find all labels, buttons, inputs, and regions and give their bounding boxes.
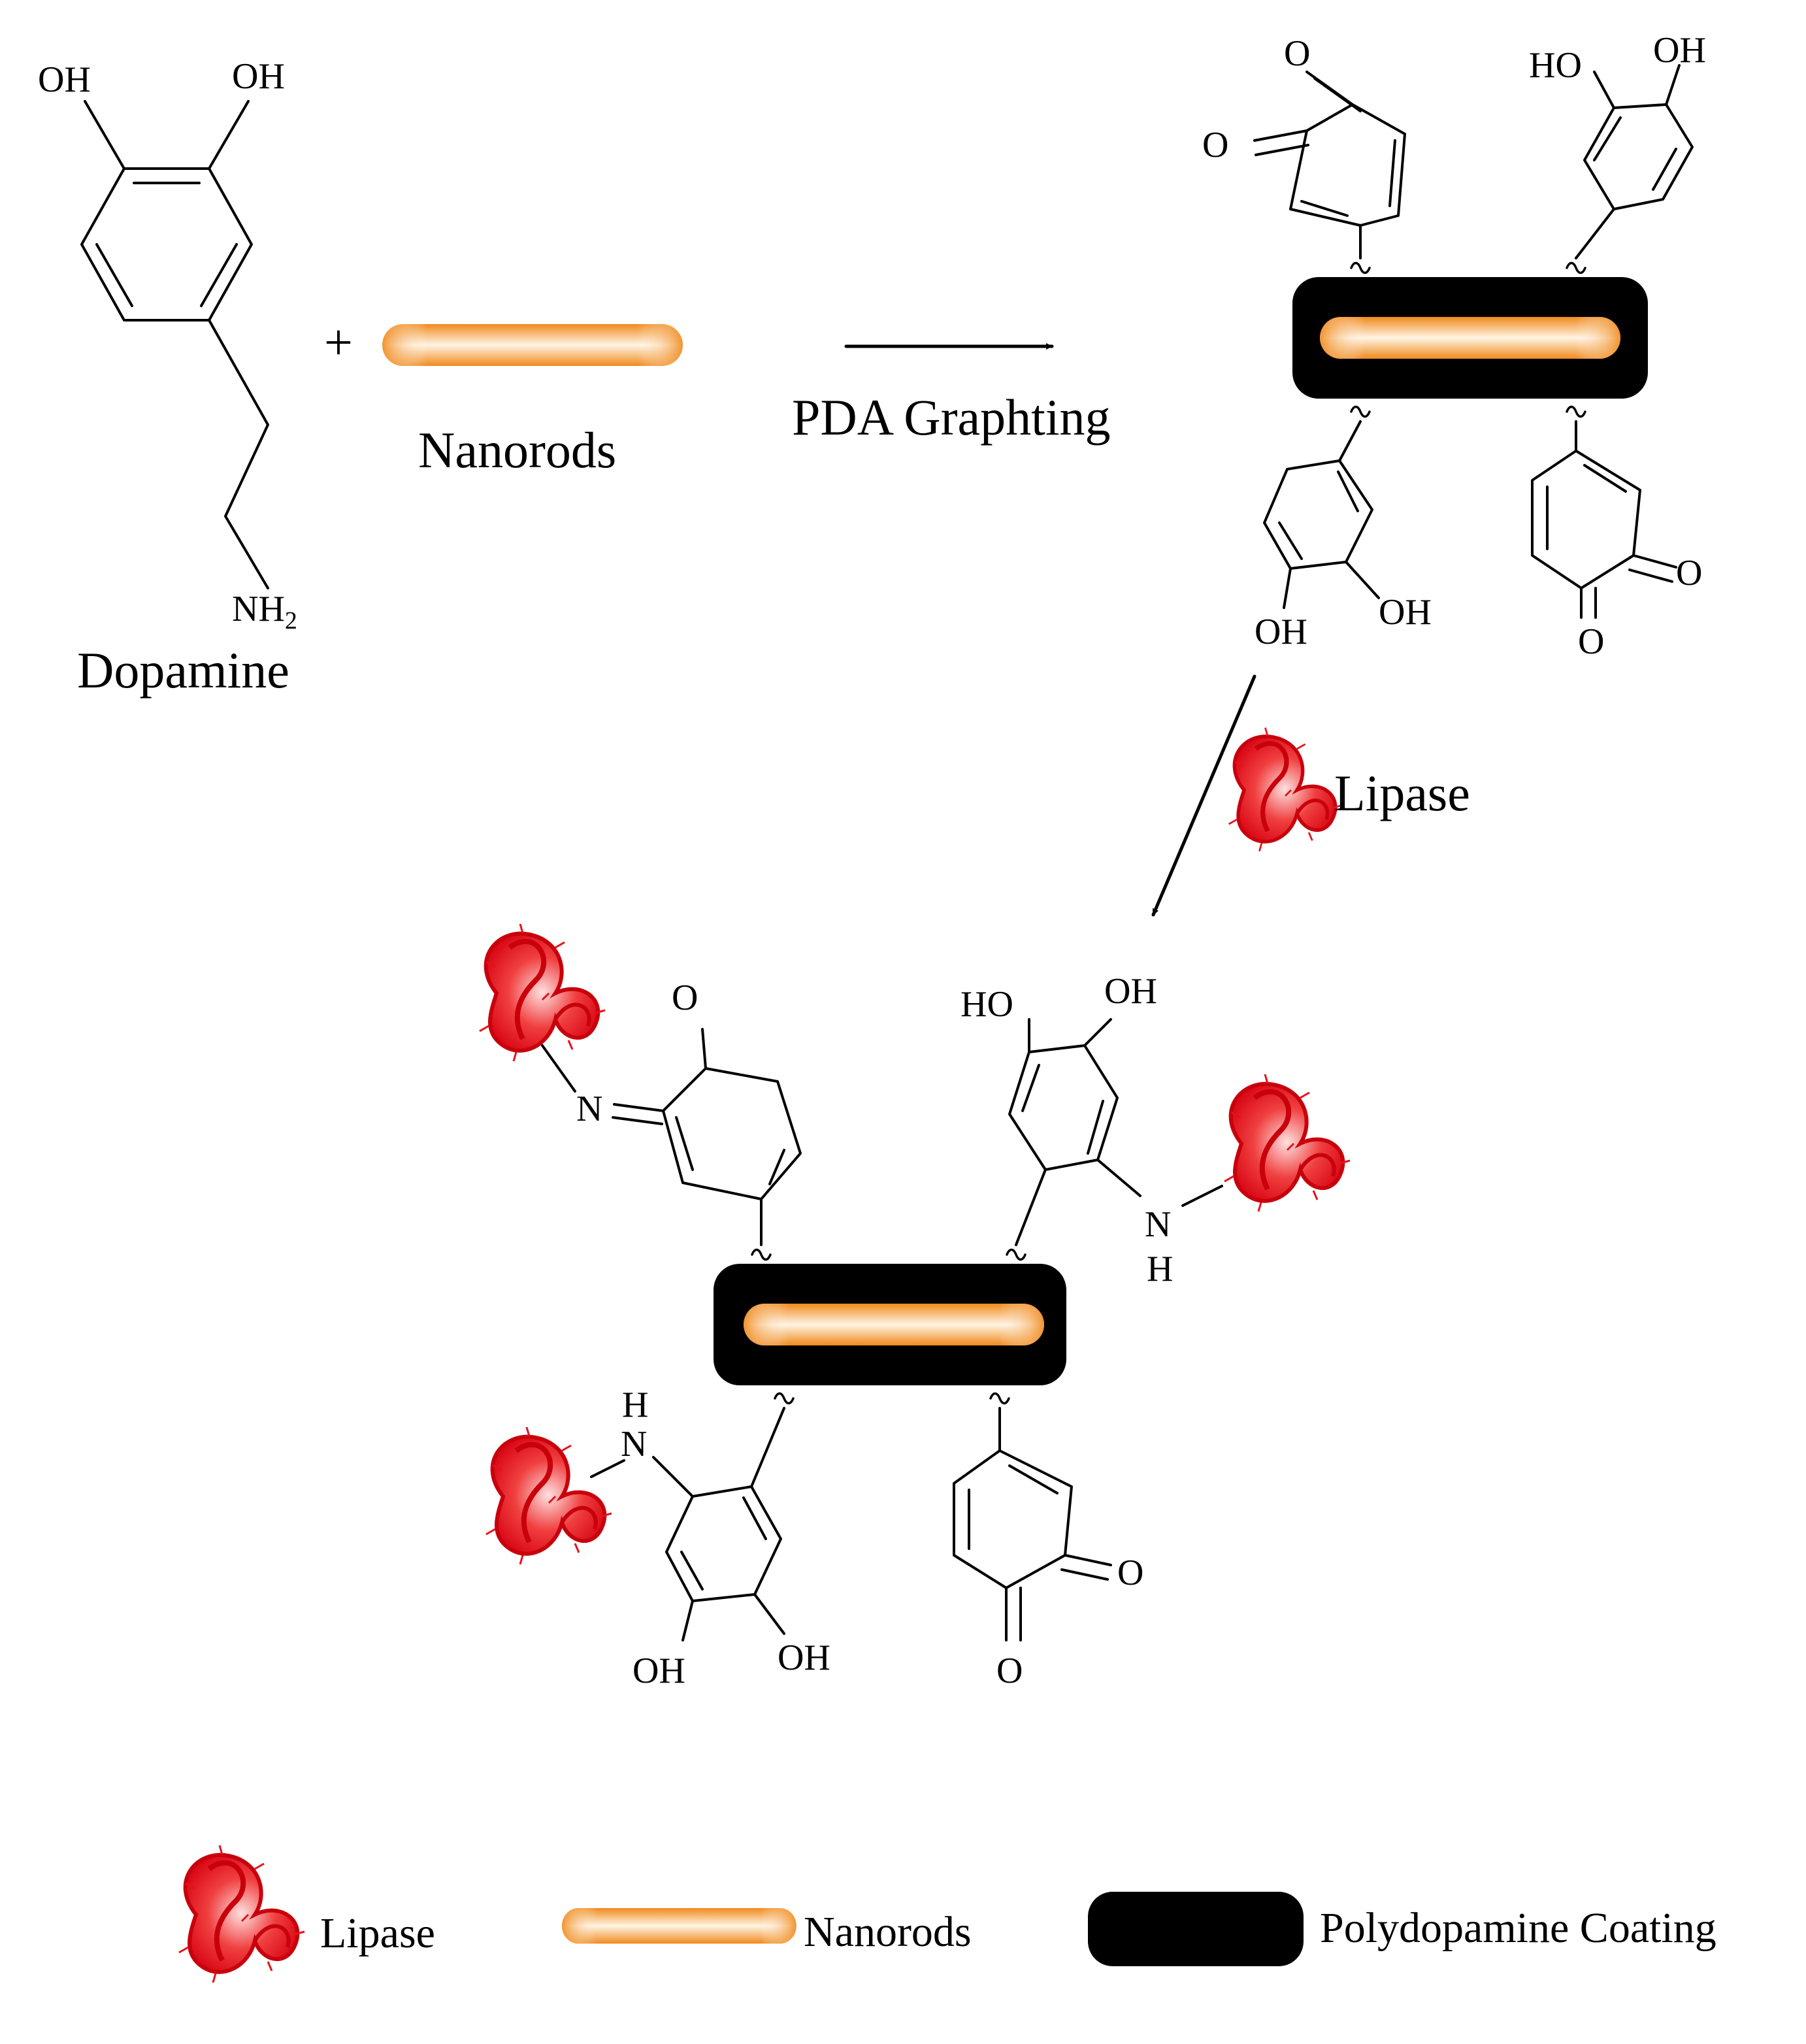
imm-atom-o1: O	[672, 978, 698, 1018]
dopamine-oh-left: OH	[38, 59, 91, 100]
legend-coating-icon	[1088, 1892, 1304, 1966]
imm-atom-n1: N	[576, 1089, 602, 1129]
imm-atom-oh1: OH	[1104, 971, 1157, 1012]
imm-atom-h2: H	[622, 1385, 648, 1425]
imm-atom-ho: HO	[960, 984, 1013, 1025]
plus-sign: +	[324, 314, 353, 371]
legend-nanorod-icon	[562, 1908, 796, 1944]
imm-atom-oh3: OH	[778, 1638, 830, 1678]
dopamine-label: Dopamine	[77, 642, 289, 699]
grafted-atom-oh2: OH	[1255, 612, 1307, 652]
grafted-atom-o3: O	[1676, 553, 1702, 593]
lipase-immobilized-nanorod: O N HO OH N H H N OH OH	[480, 924, 1350, 1691]
grafted-atom-ho: HO	[1529, 45, 1582, 86]
grafted-atom-o2: O	[1202, 125, 1228, 165]
grafted-atom-o1: O	[1284, 33, 1310, 74]
pda-grafting-label: PDA Graphting	[792, 389, 1111, 446]
legend: Lipase Nanorods Polydopamine Coating	[179, 1845, 1716, 1983]
legend-nanorods-label: Nanorods	[804, 1908, 972, 1956]
grafted-atom-o4: O	[1578, 621, 1604, 662]
nanorods-label: Nanorods	[418, 421, 616, 478]
grafted-atom-oh1: OH	[1653, 30, 1706, 71]
lipase-step-label: Lipase	[1334, 765, 1470, 821]
imm-atom-n2: N	[1145, 1204, 1171, 1245]
dopamine-oh-right: OH	[232, 56, 285, 97]
dopamine-amine: NH2	[232, 589, 297, 635]
dopamine-structure: OH OH NH2 Dopamine	[38, 56, 297, 699]
imm-atom-o3: O	[996, 1651, 1023, 1691]
arrow-lipase	[1151, 674, 1256, 917]
lipase-reagent-icon	[1229, 728, 1342, 851]
imm-atom-n3: N	[621, 1424, 647, 1464]
imm-atom-h1: H	[1147, 1249, 1173, 1289]
legend-lipase-label: Lipase	[320, 1909, 435, 1957]
legend-coating-label: Polydopamine Coating	[1320, 1904, 1716, 1952]
imm-atom-o2: O	[1117, 1553, 1143, 1593]
nanorod-reactant	[382, 324, 683, 366]
imm-atom-oh2: OH	[632, 1651, 685, 1691]
legend-lipase-icon	[179, 1845, 304, 1983]
pda-coated-nanorod-top: O O HO OH OH OH O O	[1202, 30, 1706, 662]
grafted-atom-oh3: OH	[1379, 592, 1432, 633]
